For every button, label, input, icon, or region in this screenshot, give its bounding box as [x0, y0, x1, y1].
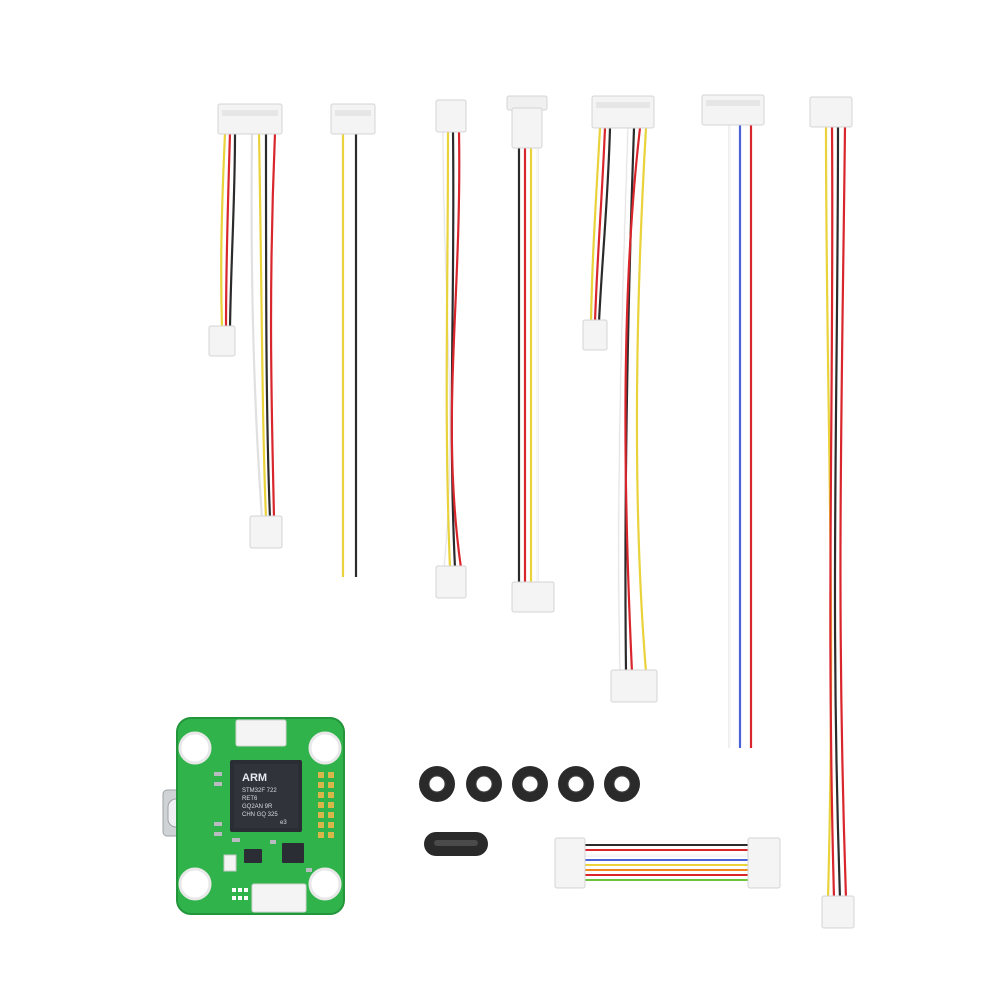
- chip-line-1: STM32F 722: [242, 788, 277, 794]
- usb-c-cover: [424, 832, 488, 856]
- rubber-grommets: [419, 766, 640, 802]
- cable-3pin-jst: [506, 95, 555, 613]
- cable-4pin-twisted: [435, 99, 467, 599]
- cable-4pin-long: [809, 96, 855, 929]
- cable-2wire-flying-leads: [330, 103, 376, 577]
- flight-controller-board: ARM STM32F 722 RET6 GQ2AN 9R CHN GQ 325 …: [162, 717, 345, 915]
- cable-3wire-blue: [701, 94, 765, 748]
- chip-line-5: e3: [280, 820, 287, 826]
- chip-logo: ARM: [242, 772, 267, 784]
- chip-line-2: RET6: [242, 796, 258, 802]
- ribbon-cable-8pin: [554, 837, 781, 889]
- chip-line-3: GQ2AN 9R: [242, 804, 273, 810]
- cable-4pin-split: [208, 103, 283, 549]
- cable-4pin-split-long: [582, 95, 658, 703]
- chip-line-4: CHN GQ 325: [242, 812, 278, 818]
